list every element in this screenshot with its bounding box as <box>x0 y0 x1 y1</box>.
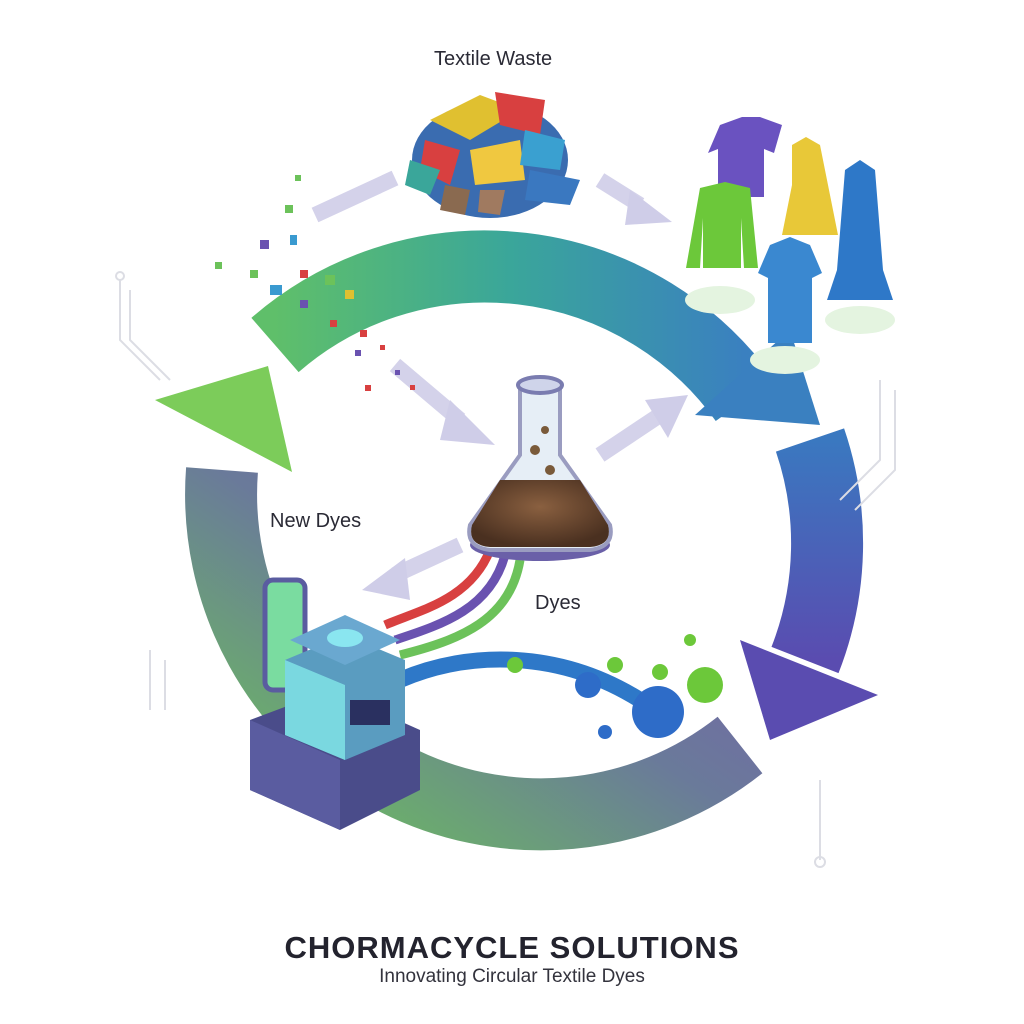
dye-tubes <box>383 548 645 707</box>
new-garments-icon <box>685 117 895 374</box>
cycle-arrow-right <box>740 428 878 740</box>
textile-waste-pile-icon <box>405 92 580 218</box>
label-textile-waste: Textile Waste <box>434 48 553 70</box>
recycling-machine-icon <box>250 577 420 830</box>
brand-subtitle: Innovating Circular Textile Dyes <box>379 966 645 987</box>
label-dyes: Dyes <box>535 592 581 614</box>
circuit-decoration <box>115 271 896 868</box>
flow-arrows <box>311 170 688 600</box>
dye-droplets <box>507 634 723 739</box>
fiber-particles <box>215 175 415 391</box>
brand-title: CHORMACYCLE SOLUTIONS <box>284 930 740 965</box>
label-new-dyes: New Dyes <box>270 510 362 532</box>
flask-icon <box>467 375 613 561</box>
